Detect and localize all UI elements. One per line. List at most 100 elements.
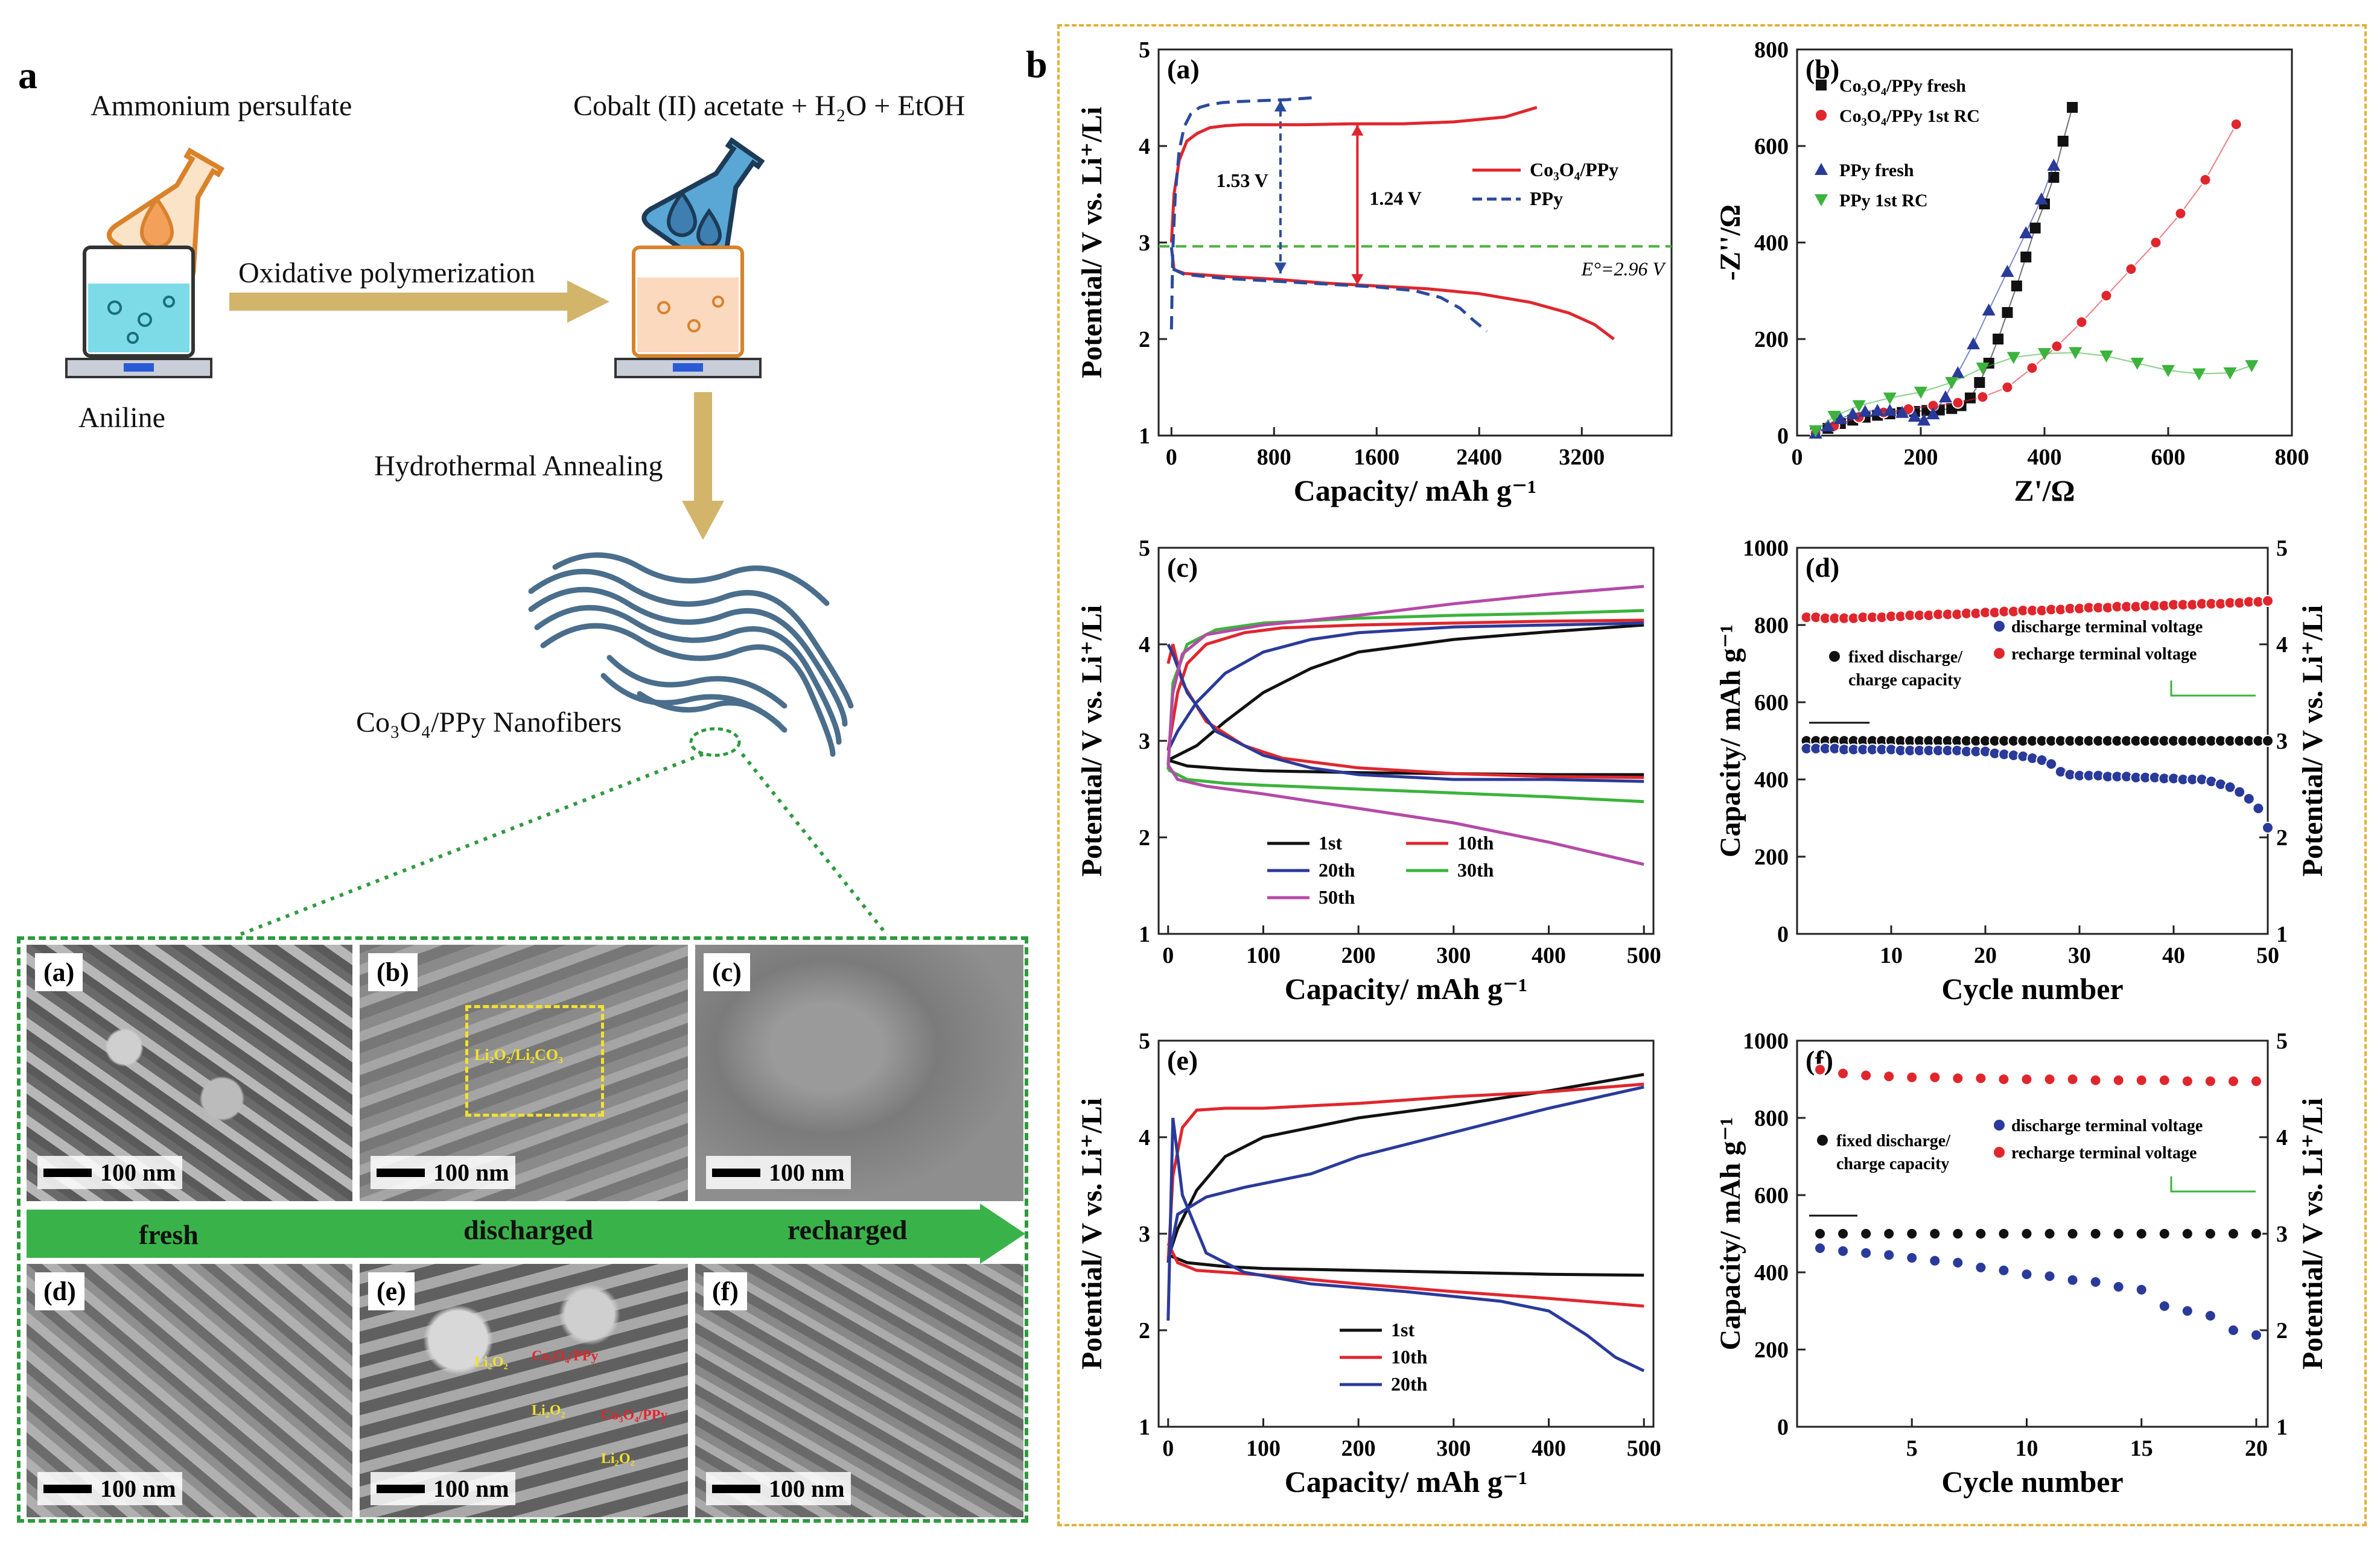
data-point (1883, 392, 1897, 405)
data-point (1883, 1228, 1895, 1240)
layer-annotation-5: Li₂O₂ (601, 1451, 635, 1467)
data-point (1860, 1247, 1872, 1259)
data-point (1860, 1069, 1872, 1082)
data-point (1926, 407, 1940, 419)
data-point (2250, 1075, 2262, 1088)
scale-bar: 100 nm (706, 1156, 851, 1189)
y-tick-label: 600 (1754, 1183, 1789, 1208)
legend-label: 50th (1319, 886, 1355, 908)
layer-annotation-2: Co₃O₄/PPy (532, 1348, 599, 1364)
y-tick-label: 2 (1139, 327, 1150, 352)
data-point (2089, 1276, 2102, 1288)
y-tick-label: 200 (1754, 845, 1789, 870)
data-point (2230, 118, 2242, 130)
data-point (1821, 419, 1835, 431)
data-point (2158, 1074, 2171, 1087)
data-point (2066, 1274, 2079, 1286)
y-axis-label: Potential/ V vs. Li⁺/Li (1076, 1098, 1108, 1369)
data-point (2011, 281, 2022, 291)
data-point (2006, 352, 2020, 364)
data-point (2158, 1300, 2171, 1312)
data-point (2242, 793, 2255, 805)
x-axis-label: Capacity/ mAh g⁻¹ (1294, 474, 1537, 507)
chart-label: (e) (1167, 1045, 1198, 1076)
legend-marker (1829, 651, 1840, 662)
data-point (1827, 411, 1841, 423)
data-point (1974, 1228, 1987, 1240)
y2-tick-label: 3 (2276, 1222, 2288, 1247)
data-point (1917, 413, 1931, 426)
data-point (1883, 1070, 1895, 1083)
y-tick-label: 2 (1139, 825, 1150, 851)
y-tick-label: 400 (1754, 230, 1789, 256)
legend-marker (1994, 621, 2005, 632)
sem-label: (d) (35, 1272, 84, 1310)
data-point (2057, 136, 2069, 147)
x-tick-label: 15 (2130, 1436, 2153, 1461)
y2-tick-label: 4 (2276, 1125, 2288, 1150)
data-point (1858, 405, 1872, 417)
x-tick-label: 200 (1341, 1436, 1376, 1461)
data-point (2135, 1074, 2148, 1087)
data-point (1837, 1228, 1850, 1240)
series-line (1169, 247, 1615, 340)
legend-label: PPy (1530, 188, 1563, 209)
y-tick-label: 200 (1754, 1337, 1789, 1363)
data-point (2020, 252, 2032, 262)
data-point (2262, 595, 2274, 607)
y-tick-label: 1 (1139, 424, 1150, 449)
legend-label: 1st (1391, 1319, 1414, 1341)
arrow-right-icon (229, 281, 609, 323)
data-point (2112, 1074, 2125, 1087)
data-point (1974, 377, 1985, 388)
x-tick-label: 0 (1166, 445, 1177, 470)
chart-label: (c) (1167, 552, 1198, 583)
data-point (1974, 1072, 1987, 1085)
x-tick-label: 10 (2015, 1436, 2038, 1461)
data-point (1952, 1072, 1964, 1085)
start-material-label: Aniline (78, 402, 165, 434)
data-point (1846, 407, 1860, 419)
y-axis-label: Capacity/ mAh g⁻¹ (1714, 1117, 1746, 1350)
data-point (2100, 290, 2113, 302)
legend-marker (1994, 1120, 2005, 1131)
arrow-down-icon (682, 392, 724, 540)
legend-label: 10th (1457, 832, 1494, 854)
y-tick-label: 1 (1139, 922, 1150, 947)
data-point (1883, 1249, 1895, 1261)
data-point (2181, 1075, 2194, 1088)
data-point (1997, 1073, 2010, 1085)
stage-discharged: discharged (463, 1214, 593, 1245)
reagent-ammonium-persulfate: Ammonium persulfate (91, 90, 352, 122)
y-tick-label: 800 (1754, 37, 1789, 63)
y-tick-label: 3 (1139, 1222, 1150, 1247)
series-line (1166, 618, 1644, 751)
data-point (2047, 159, 2061, 171)
y-tick-label: 1000 (1743, 1029, 1789, 1054)
data-point (2043, 1228, 2056, 1240)
x-tick-label: 100 (1246, 943, 1281, 968)
data-point (2034, 192, 2048, 205)
product-highlight-box (465, 1005, 604, 1117)
layer-annotation-3: Li₂O₂ (532, 1403, 565, 1418)
layer-annotation-1: Li₂O₂ (474, 1354, 508, 1370)
data-point (2245, 360, 2259, 372)
reagent-cobalt-acetate: Cobalt (II) acetate + H₂O + EtOH (573, 90, 966, 122)
chart-label: (a) (1167, 54, 1200, 84)
charts-frame (1057, 24, 2367, 1526)
step-hydrothermal-annealing: Hydrothermal Annealing (374, 450, 663, 482)
sem-panel-b: (b) Li₂O₂/Li₂CO₃ 100 nm (360, 945, 688, 1201)
sem-panel-f: (f) 100 nm (695, 1264, 1023, 1517)
synthesis-apparatus-right (614, 137, 765, 378)
y-tick-label: 0 (1777, 922, 1789, 947)
legend-marker (1994, 648, 2005, 659)
layer-annotation-4: Co₃O₄/PPy (601, 1407, 668, 1423)
data-point (1974, 1261, 1987, 1274)
y2-tick-label: 4 (2276, 632, 2288, 658)
y-tick-label: 2 (1139, 1318, 1150, 1344)
droplet-blue-icon (666, 189, 722, 248)
data-point (1837, 1245, 1850, 1257)
